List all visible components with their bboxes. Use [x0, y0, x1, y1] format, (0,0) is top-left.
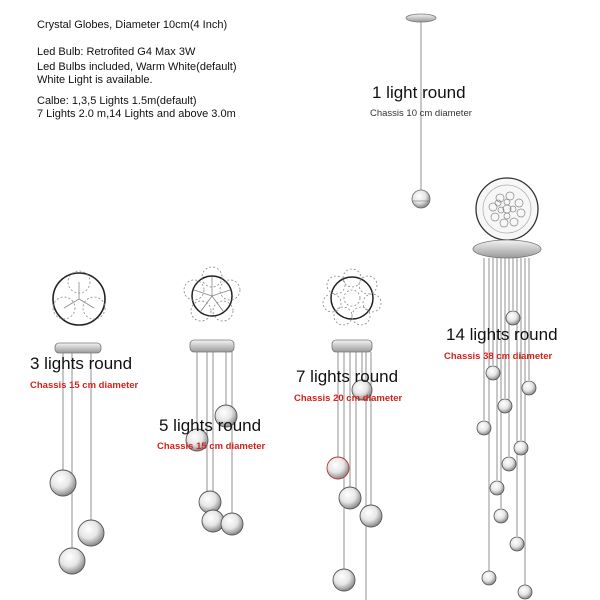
chassis-1-light: Chassis 10 cm diameter: [370, 108, 472, 119]
seven-light-pendant: [326, 339, 383, 600]
chassis-14-lights: Chassis 38 cm diameter: [444, 351, 553, 362]
label-5-lights: 5 lights round: [159, 416, 262, 435]
three-light-pendant: [49, 342, 105, 575]
five-light-pendant: [185, 339, 244, 536]
fourteen-light-pendant: [472, 239, 542, 600]
label-7-lights: 7 lights round: [296, 367, 399, 386]
label-14-lights: 14 lights round: [446, 325, 558, 344]
spec-cable-short: Calbe: 1,3,5 Lights 1.5m(default): [37, 95, 197, 107]
one-light-pendant: [405, 13, 437, 209]
chassis-7-lights: Chassis 20 cm diameter: [294, 393, 403, 404]
spec-title: Crystal Globes, Diameter 10cm(4 Inch): [37, 19, 228, 31]
spec-white-light: White Light is available.: [37, 74, 153, 86]
spec-bulbs-included: Led Bulbs included, Warm White(default): [37, 61, 237, 73]
label-3-lights: 3 lights round: [30, 354, 133, 373]
fourteen-light-top-view: [475, 177, 539, 241]
three-light-top-view: [52, 270, 106, 326]
seven-light-top-view: [322, 268, 382, 326]
chassis-3-lights: Chassis 15 cm diameter: [30, 380, 139, 391]
chassis-5-lights: Chassis 15 cm diameter: [157, 441, 266, 452]
five-light-top-view: [183, 266, 241, 322]
spec-bulb: Led Bulb: Retrofited G4 Max 3W: [37, 46, 196, 58]
label-1-light: 1 light round: [372, 83, 466, 102]
spec-cable-long: 7 Lights 2.0 m,14 Lights and above 3.0m: [37, 108, 236, 120]
